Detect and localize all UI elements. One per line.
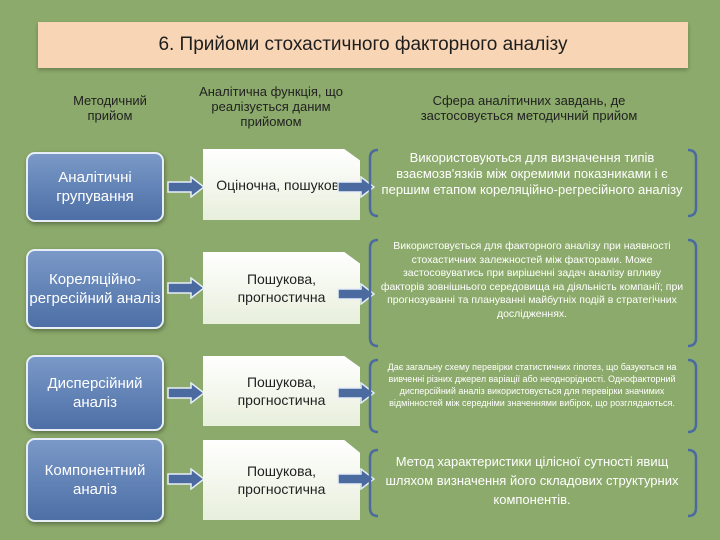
arrow-right-icon <box>167 176 205 198</box>
right-brace-icon <box>687 448 698 518</box>
function-box-correlation: Пошукова, прогностична <box>203 252 360 324</box>
arrow-right-icon <box>337 176 375 198</box>
method-box-grouping: Аналітичні групування <box>26 152 164 222</box>
scope-text-grouping: Використовуються для визначення типів вз… <box>381 150 683 197</box>
header-method: Методичний прийом <box>73 93 147 123</box>
scope-text-dispersion: Дає загальну схему перевірки статистични… <box>387 362 677 408</box>
left-brace-icon <box>368 148 379 218</box>
arrow-right-icon <box>167 382 205 404</box>
right-brace-icon <box>687 238 698 348</box>
function-box-dispersion: Пошукова, прогностична <box>203 356 360 426</box>
left-brace-icon <box>368 238 379 348</box>
method-box-correlation: Кореляційно-регресійний аналіз <box>26 249 164 329</box>
method-box-dispersion: Дисперсійний аналіз <box>26 355 164 431</box>
header-function: Аналітична функція, що реалізується дани… <box>199 84 343 129</box>
right-brace-icon <box>687 358 698 434</box>
scope-text-correlation: Використовується для факторного аналізу … <box>380 240 684 320</box>
left-brace-icon <box>368 448 379 518</box>
arrow-right-icon <box>337 468 375 490</box>
left-brace-icon <box>368 358 379 434</box>
scope-text-component: Метод характеристики цілісної сутності я… <box>385 454 679 507</box>
function-box-grouping: Оціночна, пошукова <box>203 149 360 220</box>
slide-title: 6. Прийоми стохастичного факторного анал… <box>38 22 688 68</box>
arrow-right-icon <box>337 283 375 305</box>
arrow-right-icon <box>337 382 375 404</box>
right-brace-icon <box>687 148 698 218</box>
method-box-component: Компонентний аналіз <box>26 438 164 522</box>
header-scope: Сфера аналітичних завдань, де застосовує… <box>420 93 638 123</box>
arrow-right-icon <box>167 468 205 490</box>
arrow-right-icon <box>167 277 205 299</box>
function-box-component: Пошукова, прогностична <box>203 440 360 520</box>
